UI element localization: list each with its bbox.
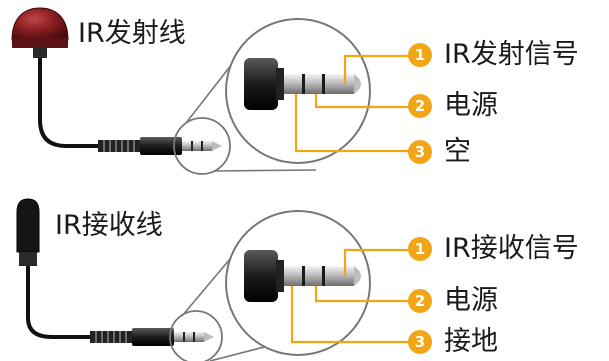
leader-line-2 [314, 286, 410, 303]
leader-line-3 [290, 286, 410, 344]
pin-label: 接地 [444, 326, 498, 357]
pin-label: 电源 [444, 90, 498, 121]
emitter-wire [38, 58, 100, 148]
receiver-strain-relief [90, 331, 132, 343]
receiver-cable-drawing [16, 198, 410, 361]
leader-line-2 [314, 94, 410, 109]
receiver-leader-lines [290, 248, 410, 344]
receiver-large-plug [244, 250, 361, 302]
emitter-cable-drawing [11, 7, 410, 175]
leader-line-1 [343, 54, 410, 84]
number-badge: 3 [408, 329, 432, 354]
emitter-zoom-line-bottom [213, 169, 317, 172]
number-badge: 1 [408, 42, 432, 67]
emitter-leader-lines [294, 54, 410, 153]
number-badge: 2 [408, 93, 432, 118]
emitter-strain-relief [98, 140, 140, 152]
receiver-small-plug [174, 332, 214, 342]
pin-label: 电源 [444, 285, 498, 316]
number-badge: 2 [408, 288, 432, 313]
number-badge: 1 [408, 236, 432, 261]
leader-line-1 [343, 248, 410, 276]
emitter-plug-body [140, 137, 182, 155]
receiver-label-2: 2 电源 [408, 287, 498, 314]
emitter-label-2: 2 电源 [408, 92, 498, 119]
receiver-plug-body [132, 328, 174, 346]
number-badge: 3 [408, 139, 432, 164]
receiver-label-3: 3 接地 [408, 328, 498, 355]
emitter-title: IR发射线 [78, 18, 186, 49]
receiver-label-1: 1 IR接收信号 [408, 235, 579, 262]
receiver-wire [26, 266, 92, 339]
emitter-small-circle [173, 117, 231, 175]
emitter-small-plug [182, 141, 222, 151]
pin-label: IR接收信号 [444, 233, 579, 264]
emitter-head-icon [11, 7, 69, 58]
emitter-large-plug [244, 58, 361, 110]
pin-label: IR发射信号 [444, 39, 579, 70]
emitter-label-1: 1 IR发射信号 [408, 41, 579, 68]
receiver-title: IR接收线 [55, 210, 163, 241]
leader-line-3 [294, 94, 410, 153]
receiver-head-icon [16, 198, 40, 266]
emitter-label-3: 3 空 [408, 138, 471, 165]
receiver-small-circle [169, 310, 223, 361]
pin-label: 空 [444, 136, 471, 167]
